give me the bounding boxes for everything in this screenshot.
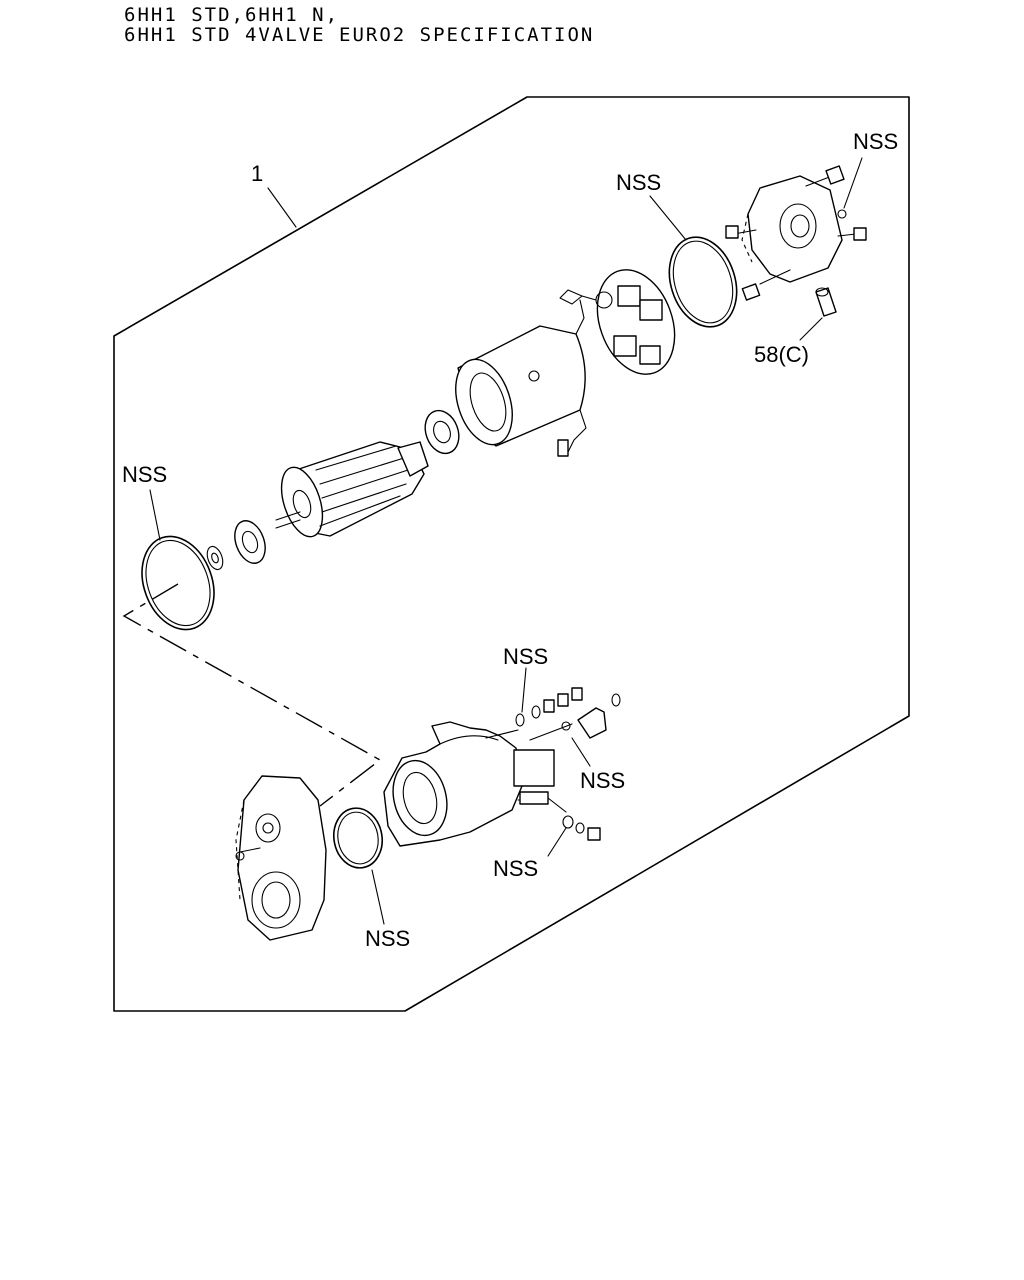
bearing-yoke-side bbox=[424, 409, 460, 455]
label-58c: 58(C) bbox=[754, 342, 809, 367]
brush-holder bbox=[559, 269, 676, 375]
diagram-header-models: 6HH1 STD,6HH1 N, bbox=[124, 4, 340, 26]
leader-nss-washer-upper bbox=[521, 667, 527, 713]
washer-armature-side bbox=[206, 545, 224, 571]
seal-ring-front bbox=[332, 807, 384, 869]
label-nss-left-ring: NSS bbox=[122, 462, 167, 487]
leader-nss-bracket bbox=[571, 737, 591, 767]
terminal-bracket bbox=[529, 707, 607, 741]
seal-ring-left bbox=[141, 535, 215, 631]
leader-nss-left-ring bbox=[149, 489, 161, 541]
label-nss-oring-upper: NSS bbox=[616, 170, 661, 195]
o-ring-upper bbox=[668, 236, 738, 328]
armature bbox=[275, 441, 429, 538]
label-nss-washer-upper: NSS bbox=[503, 644, 548, 669]
label-nss-front-seal: NSS bbox=[365, 926, 410, 951]
assembly-frame bbox=[113, 96, 910, 1012]
label-nss-washer-lower: NSS bbox=[493, 856, 538, 881]
label-nss-top-right: NSS bbox=[853, 129, 898, 154]
stud-nut-set-lower bbox=[519, 791, 601, 841]
through-bolts bbox=[725, 165, 867, 301]
leader-58c bbox=[799, 317, 823, 341]
label-assembly-1: 1 bbox=[251, 161, 263, 186]
leader-nss-front-seal bbox=[371, 869, 385, 925]
yoke-field-frame bbox=[455, 299, 587, 457]
screw-58c bbox=[815, 287, 837, 317]
leader-nss-oring-upper bbox=[649, 195, 687, 241]
diagram-header-specification: 6HH1 STD 4VALVE EURO2 SPECIFICATION bbox=[124, 24, 595, 46]
nut-washer-set-upper bbox=[515, 687, 621, 727]
bearing-armature-side bbox=[234, 520, 266, 564]
center-line bbox=[122, 583, 382, 807]
leader-assembly bbox=[267, 187, 297, 228]
gear-housing bbox=[383, 721, 555, 847]
front-housing bbox=[235, 775, 327, 941]
leader-nss-top-right bbox=[843, 157, 863, 209]
label-nss-bracket: NSS bbox=[580, 768, 625, 793]
leader-nss-washer-lower bbox=[547, 827, 567, 857]
rear-end-cover bbox=[741, 175, 847, 283]
